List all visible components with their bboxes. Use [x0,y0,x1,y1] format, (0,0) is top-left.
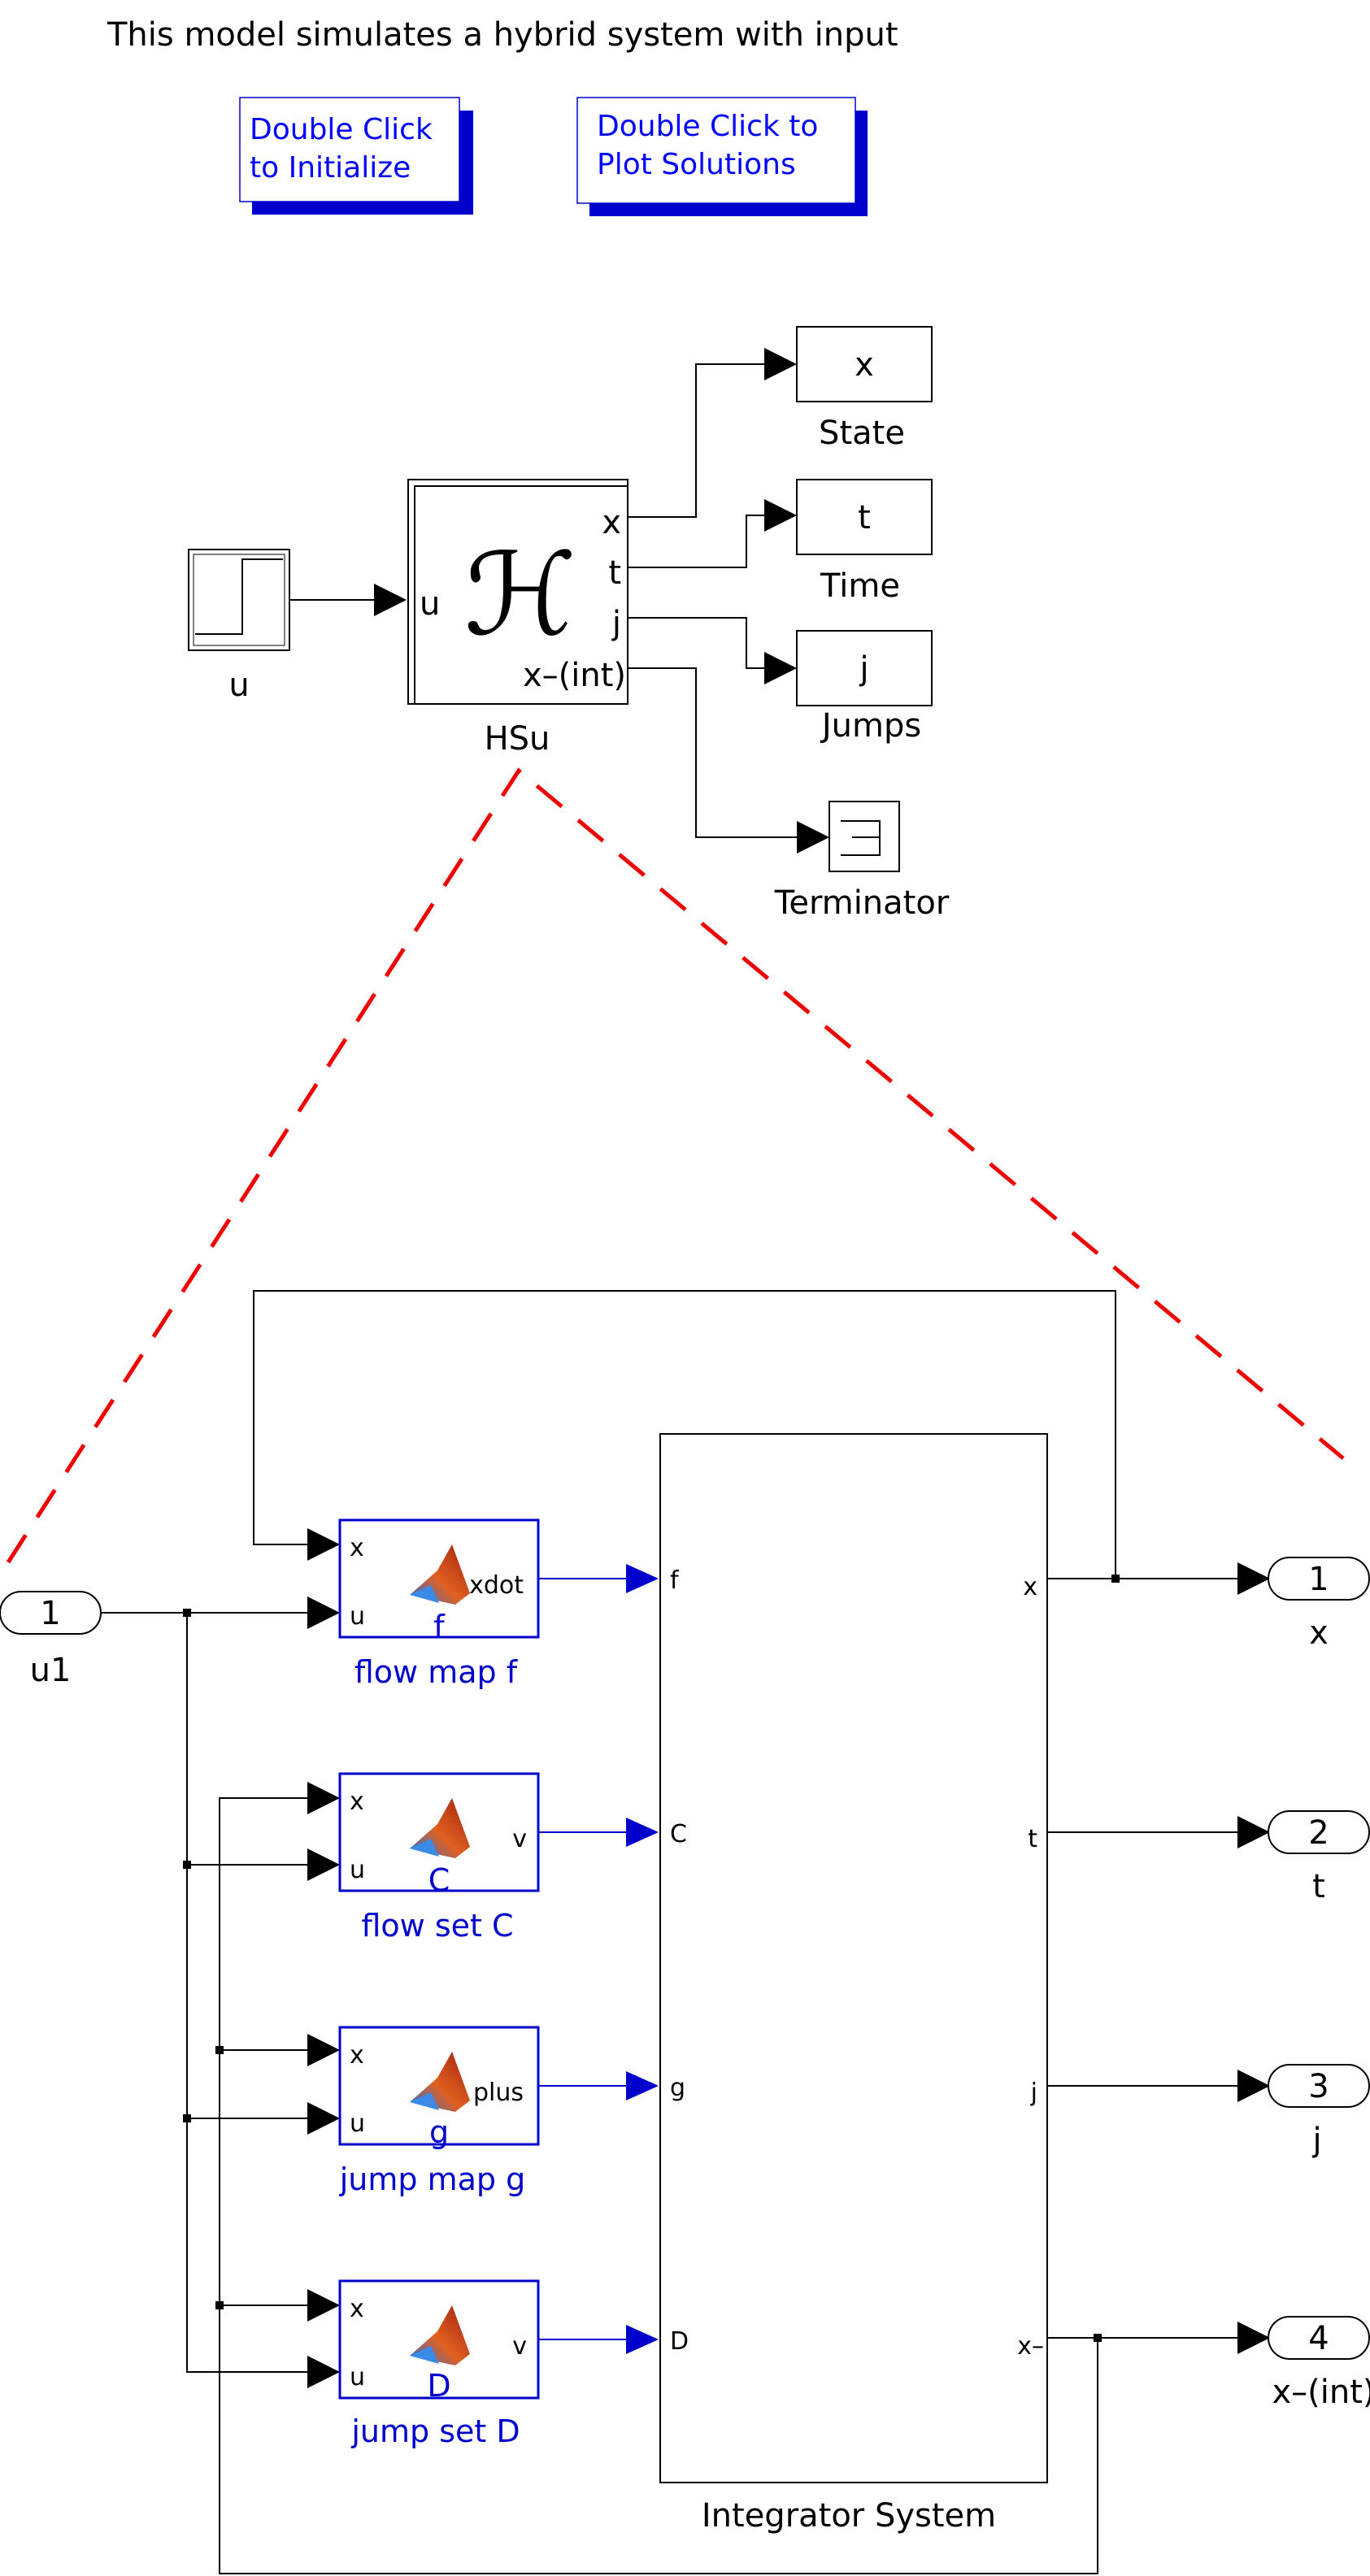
outport-3-j[interactable]: 3 [1268,2064,1370,2108]
jump-set-d-in-u: u [350,2363,365,2391]
step-source-label: u [228,667,249,704]
flow-map-f-in-u: u [350,1602,365,1631]
jump-set-d-out: v [512,2332,527,2361]
jump-map-g-out: plus [473,2079,524,2107]
outport-3-label: j [1311,2122,1321,2159]
matlab-function-icon [410,1798,470,1858]
outport-1-number: 1 [1308,1561,1329,1598]
inport-u1-label: u1 [30,1652,72,1689]
jump-set-d-in-x: x [350,2295,364,2323]
hsu-in-port-u: u [420,585,440,623]
outport-4-label: x–(int) [1272,2374,1370,2411]
zoom-indicator-lines [6,767,1345,1564]
flow-map-f-block[interactable]: x u xdot f [338,1518,540,1644]
integrator-in-c: C [670,1820,687,1848]
integrator-system-block[interactable]: f C g D x t j x– [659,1433,1048,2483]
hsu-symbol: ℋ [464,529,576,662]
flow-map-f-out: xdot [469,1571,524,1600]
flow-map-f-in-x: x [350,1534,364,1562]
state-display-label: State [819,415,905,452]
hsu-block[interactable]: ℋ u x t j x–(int) [407,479,628,705]
initialize-button-line1: Double Click [250,113,433,146]
terminator-icon [841,820,881,856]
flow-set-c-label: flow set C [361,1908,513,1944]
jumps-display-block[interactable]: j [796,630,933,706]
outport-2-number: 2 [1308,1814,1329,1852]
initialize-button[interactable]: Double Click to Initialize [239,97,473,215]
flow-set-c-block[interactable]: x u v C [338,1772,540,1898]
flow-set-c-in-x: x [350,1788,364,1816]
state-display-value: x [855,346,874,384]
flow-set-c-in-u: u [350,1856,365,1884]
terminator-block[interactable] [829,801,900,872]
integrator-out-j: j [1030,2079,1037,2107]
initialize-button-line2: to Initialize [250,151,411,185]
outport-2-t[interactable]: 2 [1268,1810,1370,1854]
jumps-display-value: j [859,650,868,688]
plot-button-line1: Double Click to [597,110,818,143]
jump-map-g-label: jump map g [339,2161,525,2197]
time-display-label: Time [820,567,900,605]
outport-2-label: t [1312,1868,1325,1905]
matlab-function-icon [410,2305,470,2365]
step-source-block[interactable] [188,549,290,651]
flow-map-f-label: flow map f [354,1654,519,1690]
flow-set-c-sub: C [428,1862,450,1898]
jump-set-d-label: jump set D [350,2413,520,2449]
flow-set-c-out: v [512,1825,527,1853]
terminator-label: Terminator [774,884,950,922]
plot-solutions-button[interactable]: Double Click to Plot Solutions [576,97,868,216]
jumps-display-label: Jumps [820,707,921,745]
jump-map-g-in-u: u [350,2109,365,2138]
inport-u1-number: 1 [40,1595,60,1632]
time-display-value: t [858,499,871,536]
hsu-out-port-x: x [602,504,621,541]
plot-button-line2: Plot Solutions [597,148,796,181]
outport-4-xint[interactable]: 4 [1268,2316,1370,2360]
hsu-out-port-xint: x–(int) [523,657,626,694]
state-display-block[interactable]: x [796,326,933,402]
inport-u1[interactable]: 1 [0,1591,102,1635]
integrator-in-d: D [670,2327,689,2356]
flow-map-f-sub: f [433,1609,446,1644]
integrator-system-label: Integrator System [702,2497,996,2535]
jump-map-g-block[interactable]: x u plus g [338,2026,540,2150]
integrator-out-xminus: x– [1017,2332,1044,2361]
matlab-function-icon [410,2052,470,2112]
time-display-block[interactable]: t [796,479,933,555]
outport-4-number: 4 [1308,2320,1329,2357]
integrator-out-t: t [1028,1825,1037,1853]
outport-1-x[interactable]: 1 [1268,1557,1370,1601]
jump-set-d-sub: D [427,2368,450,2404]
jump-set-d-block[interactable]: x u v D [338,2279,540,2404]
jump-map-g-in-x: x [350,2041,364,2070]
jump-map-g-sub: g [429,2114,449,2150]
hsu-out-port-j: j [611,605,621,642]
step-icon [195,558,283,635]
matlab-function-icon [410,1544,470,1605]
outport-3-number: 3 [1308,2068,1329,2105]
integrator-in-f: f [670,1566,680,1595]
outport-1-label: x [1309,1614,1329,1652]
hsu-out-port-t: t [608,554,621,592]
model-title: This model simulates a hybrid system wit… [107,16,898,54]
integrator-out-x: x [1023,1573,1037,1601]
hsu-label: HSu [485,720,550,758]
integrator-in-g: g [670,2074,685,2102]
